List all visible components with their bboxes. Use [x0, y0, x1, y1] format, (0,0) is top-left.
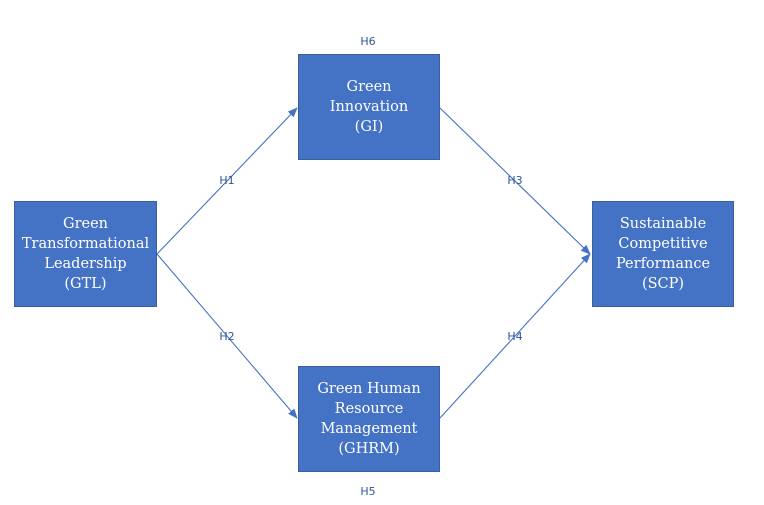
- node-sustainable-competitive-performance: Sustainable Competitive Performance (SCP…: [592, 201, 734, 307]
- hypothesis-label-h6: H6: [360, 35, 376, 48]
- node-ghrm-label: Green Human Resource Management (GHRM): [317, 381, 421, 457]
- node-green-human-resource-management: Green Human Resource Management (GHRM): [298, 366, 440, 472]
- hypothesis-label-h4: H4: [507, 330, 523, 343]
- arrow-ghrm-to-scp: [439, 253, 591, 419]
- node-gtl-label: Green Transformational Leadership (GTL): [21, 216, 150, 292]
- node-gi-label: Green Innovation (GI): [329, 79, 409, 135]
- node-green-transformational-leadership: Green Transformational Leadership (GTL): [14, 201, 157, 307]
- hypothesis-label-h3: H3: [507, 174, 523, 187]
- arrow-gtl-to-gi: [156, 107, 298, 255]
- arrow-gi-to-scp: [439, 107, 591, 255]
- arrow-gtl-to-ghrm: [156, 253, 298, 419]
- node-scp-label: Sustainable Competitive Performance (SCP…: [615, 216, 711, 292]
- hypothesis-label-h5: H5: [360, 485, 376, 498]
- hypothesis-label-h1: H1: [219, 174, 235, 187]
- hypothesis-label-h2: H2: [219, 330, 235, 343]
- node-green-innovation: Green Innovation (GI): [298, 54, 440, 160]
